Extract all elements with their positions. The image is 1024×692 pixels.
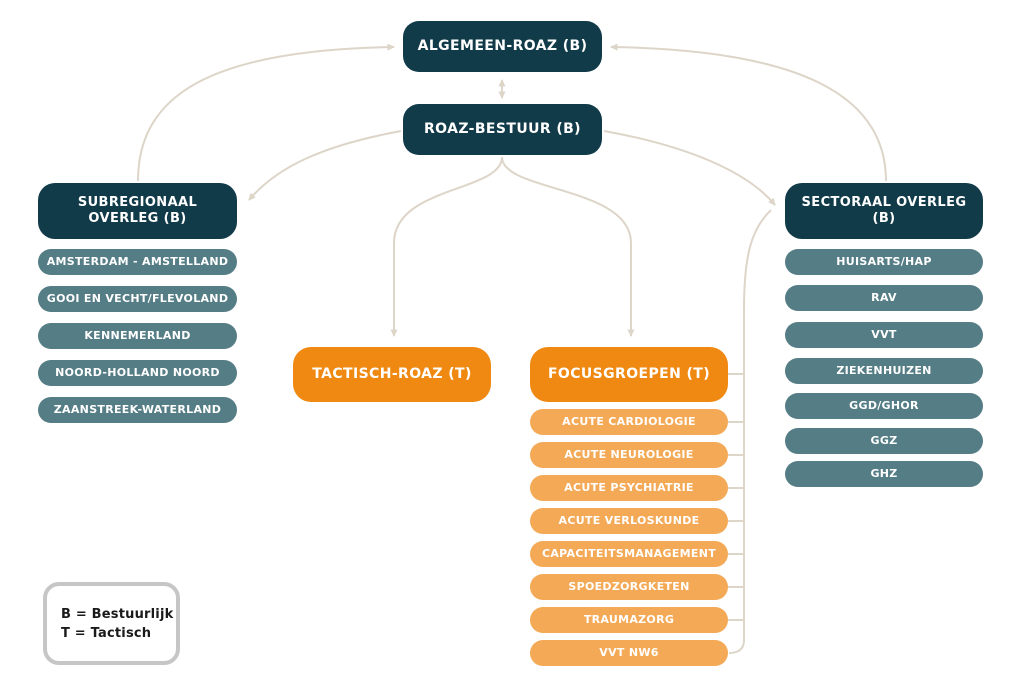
sectoraal-item: RAV — [785, 285, 983, 311]
sectoraal-item: GGD/GHOR — [785, 393, 983, 419]
focusgroep-item: ACUTE NEUROLOGIE — [530, 442, 728, 468]
legend-line-bestuurlijk: B = Bestuurlijk — [61, 606, 174, 622]
subregionaal-item: KENNEMERLAND — [38, 323, 237, 349]
focusgroep-item: ACUTE CARDIOLOGIE — [530, 409, 728, 435]
subregionaal-item: NOORD-HOLLAND NOORD — [38, 360, 237, 386]
subregionaal-item: ZAANSTREEK-WATERLAND — [38, 397, 237, 423]
arrow-sectoraal-to-algemeen — [610, 43, 887, 182]
sectoraal-item: VVT — [785, 322, 983, 348]
sectoraal-item: GGZ — [785, 428, 983, 454]
arrow-subregionaal-to-algemeen — [137, 43, 395, 182]
arrow-bestuur-to-sectoraal — [603, 130, 776, 206]
subregionaal-item: AMSTERDAM - AMSTELLAND — [38, 249, 237, 275]
legend-line-tactisch: T = Tactisch — [61, 625, 152, 641]
node-focusgroepen: FOCUSGROEPEN (T) — [530, 347, 728, 402]
node-subregionaal-overleg: SUBREGIONAAL OVERLEG (B) — [38, 183, 237, 239]
node-tactisch-roaz: TACTISCH-ROAZ (T) — [293, 347, 491, 402]
sectoraal-item: ZIEKENHUIZEN — [785, 358, 983, 384]
focusgroep-item: CAPACITEITSMANAGEMENT — [530, 541, 728, 567]
sectoraal-item: HUISARTS/HAP — [785, 249, 983, 275]
arrow-bestuur-to-focusgroepen — [501, 156, 635, 337]
focusgroep-item: VVT NW6 — [530, 640, 728, 666]
focusgroep-item: SPOEDZORGKETEN — [530, 574, 728, 600]
focusgroep-item: ACUTE PSYCHIATRIE — [530, 475, 728, 501]
connector-focus-bundle-to-sectoraal — [728, 209, 772, 654]
focusgroep-item: TRAUMAZORG — [530, 607, 728, 633]
sectoraal-item: GHZ — [785, 461, 983, 487]
arrow-bestuur-to-subregionaal — [248, 130, 402, 201]
node-algemeen-roaz: ALGEMEEN-ROAZ (B) — [403, 21, 602, 72]
node-roaz-bestuur: ROAZ-BESTUUR (B) — [403, 104, 602, 155]
legend-box: B = Bestuurlijk T = Tactisch — [43, 582, 180, 665]
subregionaal-item: GOOI EN VECHT/FLEVOLAND — [38, 286, 237, 312]
focusgroep-item: ACUTE VERLOSKUNDE — [530, 508, 728, 534]
arrow-bestuur-to-tactisch — [390, 156, 503, 337]
node-sectoraal-overleg: SECTORAAL OVERLEG (B) — [785, 183, 983, 239]
